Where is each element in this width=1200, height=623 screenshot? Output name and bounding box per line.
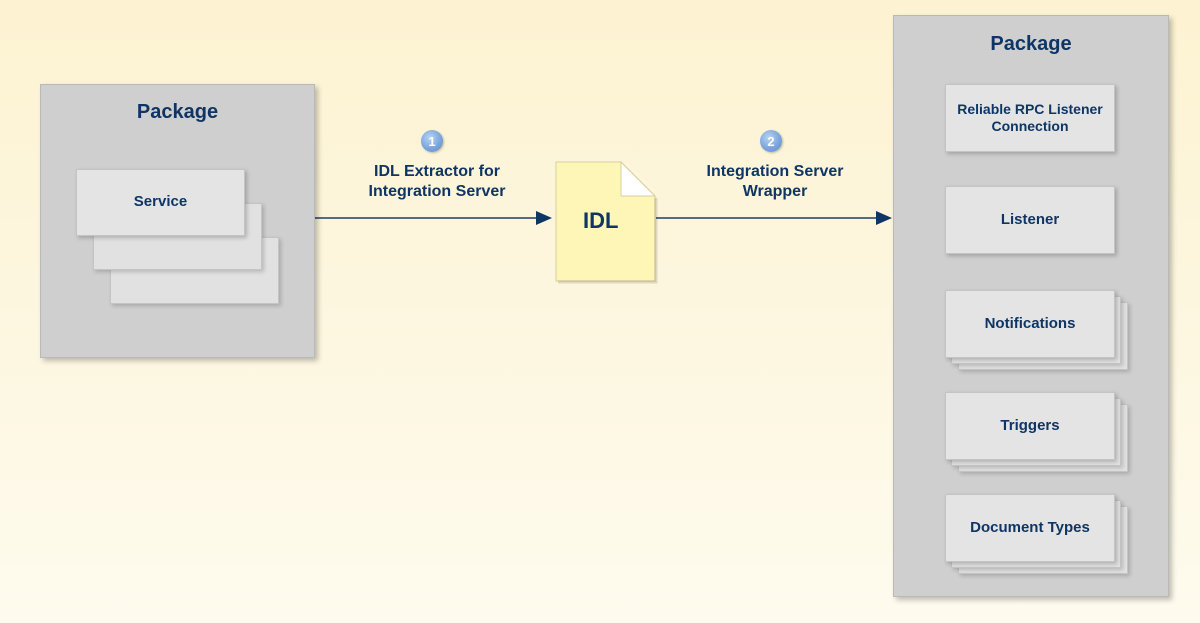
step-label-2: Integration Server Wrapper xyxy=(706,163,844,200)
notifications-label: Notifications xyxy=(984,314,1076,332)
document-types-label: Document Types xyxy=(970,518,1090,536)
idl-label: IDL xyxy=(583,208,619,233)
triggers-label: Triggers xyxy=(1000,416,1060,434)
listener-card: Listener xyxy=(945,186,1115,254)
step-badge-1: 1 xyxy=(421,130,443,152)
document-types-card: Document Types xyxy=(945,494,1115,562)
service-card: Service xyxy=(76,169,245,236)
service-label: Service xyxy=(133,193,188,211)
arrowhead-2 xyxy=(876,211,892,225)
left-package-title: Package xyxy=(136,101,219,123)
listener-label: Listener xyxy=(1000,210,1060,228)
step-label-1: IDL Extractor for Integration Server xyxy=(368,163,506,200)
notifications-card: Notifications xyxy=(945,290,1115,358)
triggers-card: Triggers xyxy=(945,392,1115,460)
right-package-title: Package xyxy=(990,33,1072,55)
step-badge-2: 2 xyxy=(760,130,782,152)
arrowhead-1 xyxy=(536,211,552,225)
idl-document-icon xyxy=(555,160,658,284)
reliable-rpc-listener-connection-card: Reliable RPC Listener Connection xyxy=(945,84,1115,152)
reliable-rpc-listener-connection-label: Reliable RPC Listener Connection xyxy=(957,100,1103,135)
